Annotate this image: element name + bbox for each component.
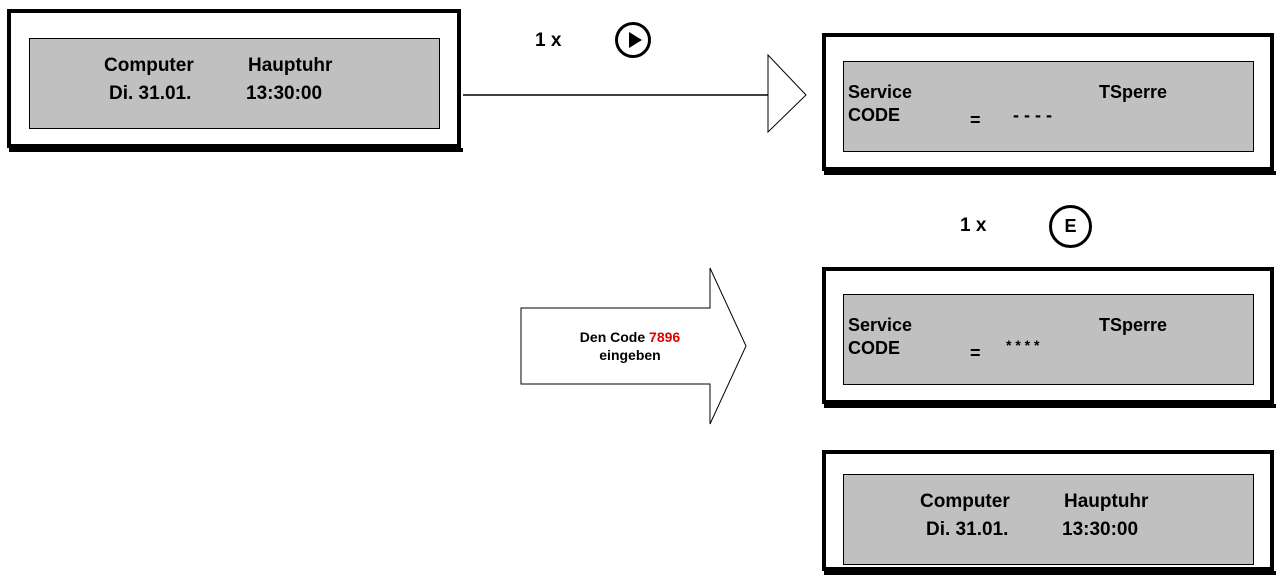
lcd4-line2-left: Di. 31.01. [926,519,1009,540]
step1-count: 1 x [535,30,562,51]
display-frame-4: Computer Hauptuhr Di. 31.01. 13:30:00 [822,450,1276,575]
instruction-code: 7896 [649,329,681,345]
lcd2-equals: = [970,110,981,130]
lcd-screen-1: Computer Hauptuhr Di. 31.01. 13:30:00 [29,38,440,129]
lcd-screen-3: Service TSperre CODE = * * * * [843,294,1254,385]
instruction-prefix: Den Code [579,329,646,345]
lcd2-code-label: CODE [848,105,901,125]
lcd3-code-label: CODE [848,338,901,358]
lcd-screen-4: Computer Hauptuhr Di. 31.01. 13:30:00 [843,474,1254,565]
lcd2-line1-right: TSperre [1099,82,1168,102]
instruction-arrow [520,267,747,425]
lcd4-line1-right: Hauptuhr [1064,491,1149,512]
instruction-text: Den Code 7896 eingeben [545,328,715,364]
lcd3-equals: = [970,343,981,363]
display-frame-1: Computer Hauptuhr Di. 31.01. 13:30:00 [7,9,463,152]
play-button-icon[interactable] [615,22,651,58]
lcd-screen-2: Service TSperre CODE = - - - - [843,61,1254,152]
lcd4-line2-right: 13:30:00 [1062,519,1139,540]
instruction-line1: Den Code 7896 [545,328,715,346]
lcd3-code-value: * * * * [1006,337,1040,353]
lcd2-code-value: - - - - [1013,105,1052,125]
lcd2-line1-left: Service [848,82,913,102]
step2-count: 1 x [960,215,987,236]
arrow-head-right [767,53,807,134]
lcd1-line1-right: Hauptuhr [248,55,333,76]
lcd3-line1-left: Service [848,315,913,335]
display-frame-2: Service TSperre CODE = - - - - [822,33,1276,175]
display-frame-3: Service TSperre CODE = * * * * [822,267,1276,408]
lcd1-line2-right: 13:30:00 [246,83,323,104]
instruction-line2: eingeben [599,347,661,363]
lcd1-line2-left: Di. 31.01. [109,83,192,104]
enter-key-icon[interactable]: E [1049,205,1092,248]
lcd3-line1-right: TSperre [1099,315,1168,335]
enter-key-label: E [1064,216,1077,236]
lcd1-line1-left: Computer [104,55,194,76]
lcd4-line1-left: Computer [920,491,1010,512]
